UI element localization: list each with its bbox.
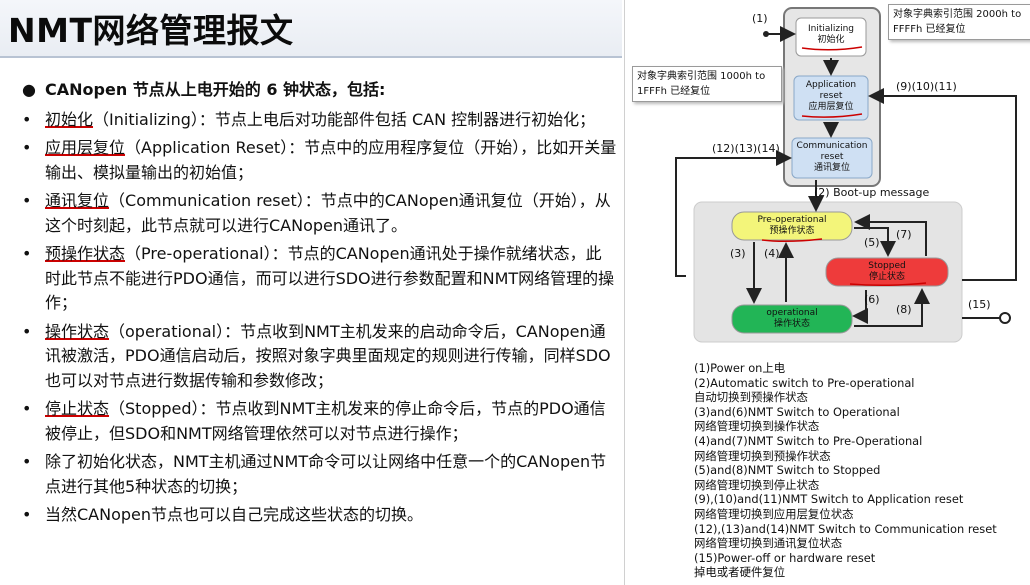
bullet-text: （Initializing）：节点上电后对功能部件包括 CAN 控制器进行初始化…: [93, 109, 596, 129]
legend-line: (4)and(7)NMT Switch to Pre-Operational: [694, 433, 923, 448]
bullet-term: 停止状态: [45, 399, 110, 418]
bullet-term: 应用层复位: [45, 138, 126, 157]
bullet-text: （Application Reset）：节点中的应用程序复位（开始），比如开关量…: [45, 138, 617, 182]
arrow-7: [854, 214, 927, 256]
arrow-12-13-14: [675, 150, 792, 277]
preop-label: Pre-operational 预操作状态: [732, 215, 852, 237]
comm-reset-label: Communication reset 通讯复位: [792, 141, 872, 174]
bullet-list: ● CANopen 节点从上电开始的 6 钟状态，包括: • 初始化（Initi…: [22, 78, 617, 532]
bullet-text: （Communication reset）：节点中的CANopen通讯复位（开始…: [45, 191, 611, 235]
state-zh: 停止状态: [868, 272, 905, 282]
state-en: Stopped: [868, 261, 906, 271]
label-4: (4): [764, 247, 780, 260]
bullet-term: 预操作状态: [45, 244, 126, 263]
state-en: Initializing: [807, 24, 855, 34]
bullet-text: 当然CANopen节点也可以自己完成这些状态的切换。: [45, 505, 424, 524]
legend-line: 自动切换到预操作状态: [694, 390, 808, 405]
bullet-text: （Stopped）：节点收到NMT主机发来的停止命令后，节点的PDO通信被停止，…: [45, 399, 606, 443]
bullet-text: （operational）：节点收到NMT主机发来的启动命令后，CANopen通…: [45, 321, 611, 390]
state-en: Communication reset: [796, 141, 868, 162]
state-comm-reset: [791, 137, 873, 179]
legend-line: (3)and(6)NMT Switch to Operational: [694, 404, 900, 419]
stopped-label: Stopped 停止状态: [826, 261, 948, 283]
arrow-8: [854, 288, 930, 327]
bullet-intro: ● CANopen 节点从上电开始的 6 钟状态，包括:: [22, 78, 617, 103]
legend-line: 掉电或者硬件复位: [694, 565, 786, 580]
bullet-preop: • 预操作状态（Pre-operational）：节点的CANopen通讯处于操…: [22, 242, 617, 316]
state-zh: 初始化: [817, 35, 845, 45]
state-en: Pre-operational: [757, 215, 827, 225]
label-3: (3): [730, 247, 746, 260]
label-1: (1): [752, 12, 768, 25]
bullet-term: 初始化: [45, 109, 94, 129]
bullet-dot-icon: ●: [22, 80, 36, 99]
panel-divider: [624, 0, 625, 585]
label-5: (5): [864, 236, 880, 249]
page-title: NMT网络管理报文: [8, 11, 294, 50]
note-index-1000-1fff: 对象字典索引范围 1000h to 1FFFh 已经复位: [632, 66, 782, 102]
state-diagram-graphics: [675, 7, 1017, 343]
title-bar: NMT网络管理报文: [0, 0, 622, 58]
state-en: operational: [766, 308, 818, 318]
arrow-9-10-11: [868, 88, 1017, 281]
legend-line: 网络管理切换到通讯复位状态: [694, 536, 843, 551]
bullet-app-reset: • 应用层复位（Application Reset）：节点中的应用程序复位（开始…: [22, 136, 617, 185]
bullet-term: 通讯复位: [45, 191, 110, 210]
bullet-dot-icon: •: [22, 399, 32, 418]
state-initializing: [795, 17, 867, 57]
bullet-dot-icon: •: [22, 505, 32, 524]
bullet-text: CANopen 节点从上电开始的 6 钟状态，包括:: [45, 80, 386, 99]
legend-line: (1)Power on上电: [694, 361, 786, 375]
legend: (1)Power on上电 (2)Automatic switch to Pre…: [694, 361, 1024, 580]
nmt-state-diagram: Initializing 初始化 Application reset 应用层复位…: [626, 0, 1030, 585]
legend-line: (9),(10)and(11)NMT Switch to Application…: [694, 492, 964, 507]
app-reset-label: Application reset 应用层复位: [794, 80, 868, 113]
legend-line: (5)and(8)NMT Switch to Stopped: [694, 463, 881, 478]
legend-line: (2)Automatic switch to Pre-operational: [694, 375, 915, 390]
state-zh: 通讯复位: [813, 163, 850, 173]
label-15: (15): [968, 298, 991, 311]
legend-line: 网络管理切换到停止状态: [694, 477, 820, 492]
state-en: Application reset: [805, 80, 857, 101]
bullet-self-switch: • 当然CANopen节点也可以自己完成这些状态的切换。: [22, 503, 617, 528]
bullet-dot-icon: •: [22, 191, 32, 210]
label-12-13-14: (12)(13)(14): [712, 142, 780, 155]
bullet-text: （Pre-operational）：节点的CANopen通讯处于操作就绪状态，此…: [45, 244, 615, 312]
bullet-dot-icon: •: [22, 321, 32, 341]
bullet-dot-icon: •: [22, 138, 32, 157]
label-6: (6): [864, 293, 880, 306]
bullet-switching: • 除了初始化状态，NMT主机通过NMT命令可以让网络中任意一个的CANopen…: [22, 450, 617, 499]
note-index-2000-ffff: 对象字典索引范围 2000h to FFFFh 已经复位: [888, 4, 1030, 40]
bullet-text: 除了初始化状态，NMT主机通过NMT命令可以让网络中任意一个的CANopen节点…: [45, 452, 607, 496]
legend-line: 网络管理切换到操作状态: [694, 419, 820, 434]
bullet-comm-reset: • 通讯复位（Communication reset）：节点中的CANopen通…: [22, 189, 617, 238]
legend-line: (15)Power-off or hardware reset: [694, 550, 876, 565]
state-preop: [731, 211, 853, 241]
legend-line: 网络管理切换到应用层复位状态: [694, 506, 854, 521]
bullet-initializing: • 初始化（Initializing）：节点上电后对功能部件包括 CAN 控制器…: [22, 108, 617, 133]
operational-label: operational 操作状态: [732, 308, 852, 330]
bullet-operational: • 操作状态（operational）：节点收到NMT主机发来的启动命令后，CA…: [22, 320, 617, 394]
state-zh: 操作状态: [773, 319, 810, 329]
bullet-dot-icon: •: [22, 452, 32, 471]
state-zh: 应用层复位: [808, 102, 854, 112]
bullet-term: 操作状态: [45, 321, 110, 341]
initializing-label: Initializing 初始化: [796, 24, 866, 46]
text-panel: NMT网络管理报文 ● CANopen 节点从上电开始的 6 钟状态，包括: •…: [0, 0, 622, 532]
legend-line: 网络管理切换到预操作状态: [694, 448, 831, 463]
arrow-15-end: [999, 312, 1011, 324]
label-7: (7): [896, 228, 912, 241]
bullet-stopped: • 停止状态（Stopped）：节点收到NMT主机发来的停止命令后，节点的PDO…: [22, 397, 617, 446]
bullet-dot-icon: •: [22, 244, 32, 263]
bullet-dot-icon: •: [22, 109, 32, 129]
legend-line: (12),(13)and(14)NMT Switch to Communicat…: [694, 521, 997, 536]
label-9-10-11: (9)(10)(11): [896, 80, 957, 93]
arrow-6: [852, 290, 868, 324]
label-2: (2) Boot-up message: [814, 186, 930, 199]
label-8: (8): [896, 303, 912, 316]
state-zh: 预操作状态: [769, 226, 815, 236]
